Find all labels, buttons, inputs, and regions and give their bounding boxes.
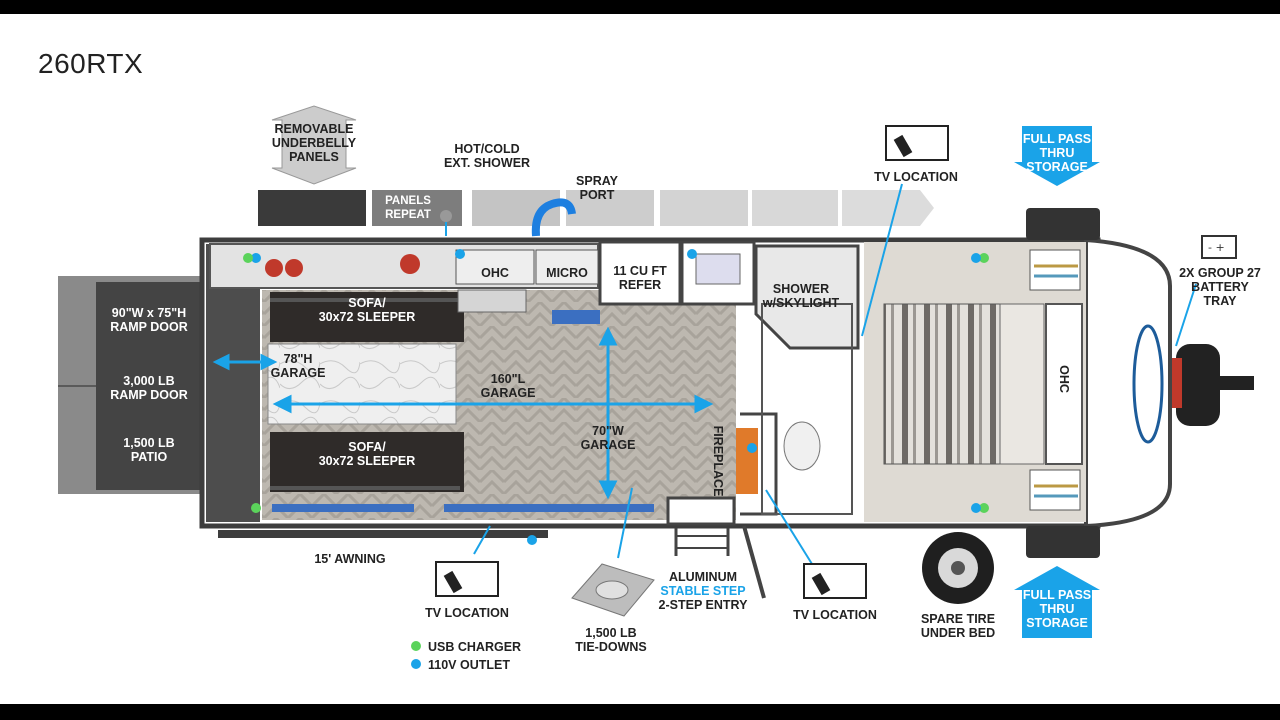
garage-height-label: 78"H GARAGE bbox=[270, 352, 326, 380]
step-line-1: ALUMINUM bbox=[668, 570, 738, 584]
pass-thru-bottom-label: FULL PASS THRU STORAGE bbox=[1022, 588, 1092, 630]
outlet-legend-dot bbox=[411, 659, 421, 669]
panels-repeat-label: PANELS REPEAT bbox=[385, 195, 431, 221]
ramp-door-lb-label: 3,000 LB RAMP DOOR bbox=[110, 374, 188, 402]
ext-shower-label: HOT/COLD EXT. SHOWER bbox=[443, 142, 531, 170]
floorplan-drawing: - + bbox=[58, 105, 1254, 669]
spare-tire-label: SPARE TIRE UNDER BED bbox=[920, 612, 996, 640]
step-line-3: 2-STEP ENTRY bbox=[658, 598, 748, 612]
pass-thru-bottom-arrow-icon bbox=[1014, 566, 1100, 638]
tv-icon-bottom-left bbox=[435, 561, 499, 597]
usb-legend-label: USB CHARGER bbox=[428, 640, 522, 654]
garage-width-label: 70"W GARAGE bbox=[580, 424, 636, 452]
svg-text:- +: - + bbox=[1208, 241, 1225, 254]
spare-tire-icon bbox=[922, 532, 994, 604]
outlet-dots bbox=[243, 249, 989, 669]
spray-port-label: SPRAY PORT bbox=[576, 174, 618, 202]
tv-location-bottom-left-label: TV LOCATION bbox=[425, 606, 509, 620]
model-title: 260RTX bbox=[38, 48, 144, 79]
tie-down-icon bbox=[571, 563, 655, 617]
tv-location-top-label: TV LOCATION bbox=[874, 170, 958, 184]
shower-label: SHOWER w/SKYLIGHT bbox=[762, 282, 840, 310]
battery-icon bbox=[1201, 235, 1237, 259]
underbelly-arrow-icon bbox=[271, 105, 357, 185]
outlet-legend-label: 110V OUTLET bbox=[428, 658, 510, 672]
tv-location-bottom-right-label: TV LOCATION bbox=[793, 608, 877, 622]
fireplace-label: FIREPLACE bbox=[711, 425, 725, 497]
fireplace-icon bbox=[736, 428, 758, 494]
floorplan-diagram: 260RTX bbox=[0, 14, 1280, 704]
step-line-2: STABLE STEP bbox=[660, 584, 746, 598]
ohc-kitchen-label: OHC bbox=[481, 266, 509, 280]
pass-thru-top-arrow-icon bbox=[1014, 126, 1100, 186]
pass-thru-top-label: FULL PASS THRU STORAGE bbox=[1022, 132, 1092, 174]
underbelly-strip bbox=[258, 190, 934, 226]
spray-port-icon bbox=[531, 198, 576, 237]
sofa-bottom-label: SOFA/ 30x72 SLEEPER bbox=[318, 440, 416, 468]
sofa-top-label: SOFA/ 30x72 SLEEPER bbox=[318, 296, 416, 324]
refer-label: 11 CU FT REFER bbox=[613, 264, 667, 292]
tv-icon-bottom-right bbox=[803, 563, 867, 599]
ramp-door-size-label: 90"W x 75"H RAMP DOOR bbox=[110, 306, 188, 334]
awning-label: 15' AWNING bbox=[314, 552, 386, 566]
usb-legend-dot bbox=[411, 641, 421, 651]
underbelly-label: REMOVABLE UNDERBELLY PANELS bbox=[271, 122, 357, 164]
tv-icon-top bbox=[885, 125, 949, 161]
garage-length-label: 160"L GARAGE bbox=[480, 372, 536, 400]
tie-downs-label: 1,500 LB TIE-DOWNS bbox=[575, 626, 647, 654]
micro-label: MICRO bbox=[546, 266, 588, 280]
battery-label: 2X GROUP 27 BATTERY TRAY bbox=[1179, 266, 1261, 308]
ohc-bedroom-label: OHC bbox=[1057, 365, 1071, 393]
patio-lb-label: 1,500 LB PATIO bbox=[123, 436, 175, 464]
dimension-arrows bbox=[212, 326, 714, 500]
